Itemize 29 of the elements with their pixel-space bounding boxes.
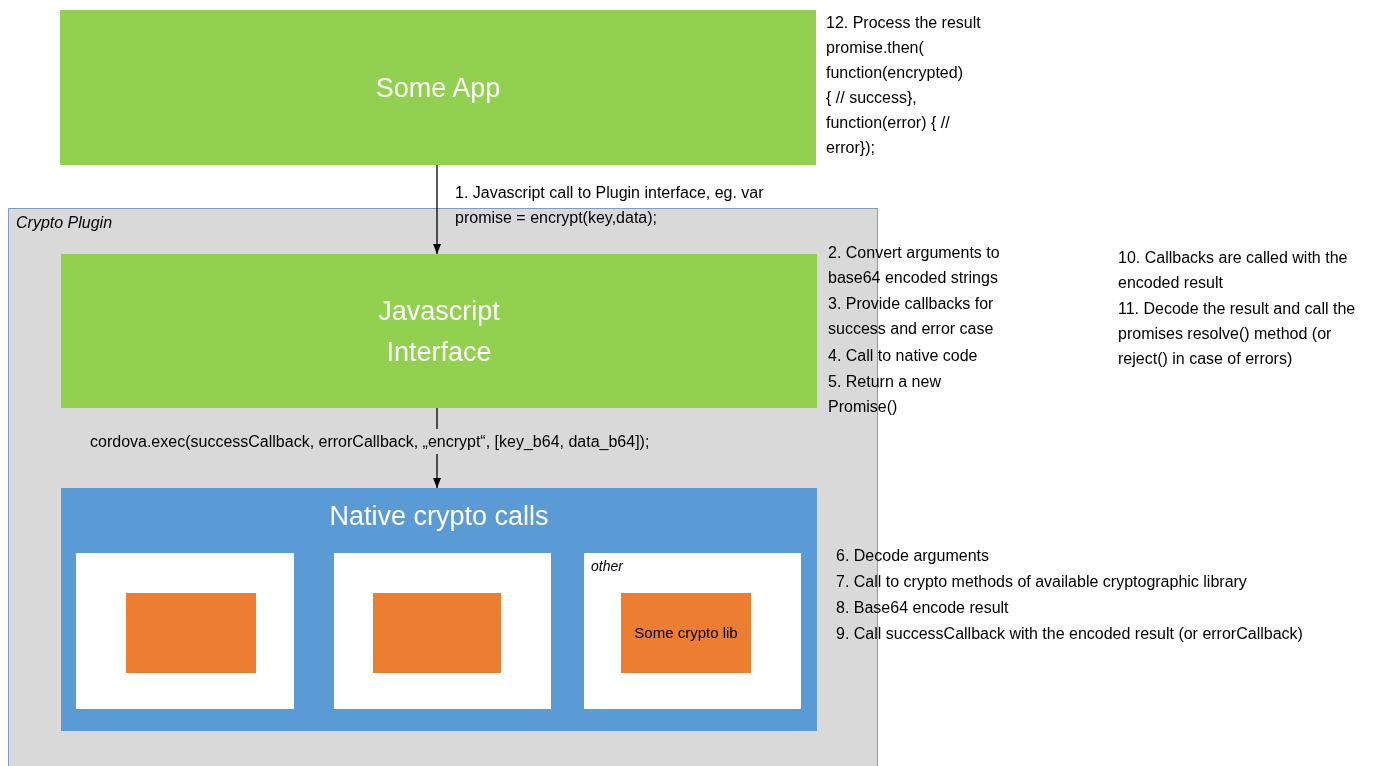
platform-box	[584, 553, 801, 709]
annotation-text: 2. Convert arguments to base64 encoded strings	[828, 243, 1001, 288]
process-box	[61, 254, 817, 408]
platform-box	[76, 553, 294, 709]
annotation-text: 11. Decode the result and call the promises resolve() method (or reject() in case of errors)	[1118, 299, 1357, 369]
annotation-text: 12. Process the result	[826, 13, 982, 33]
edge-label: 1. Javascript call to Plugin interface, eg. var promise = encrypt(key,data);	[455, 183, 765, 228]
annotation-text: 4. Call to native code	[828, 346, 979, 366]
platform-box	[334, 553, 551, 709]
box-title: Some crypto lib	[633, 622, 739, 643]
annotation-text: 9. Call successCallback with the encoded result (or errorCallback)	[836, 624, 1304, 644]
container-panel	[61, 488, 817, 731]
process-box	[60, 10, 816, 165]
annotation-text: 5. Return a new Promise()	[828, 372, 942, 417]
box-heading: Native crypto calls	[329, 500, 549, 533]
box-heading: other	[591, 557, 623, 576]
annotation-text: 10. Callbacks are called with the encoded result	[1118, 248, 1349, 293]
library-box	[126, 593, 256, 673]
arrow	[432, 164, 442, 255]
box-heading: Crypto Plugin	[16, 213, 113, 233]
annotation-text: 6. Decode arguments	[836, 546, 990, 566]
box-title: Javascript Interface	[377, 294, 501, 368]
box-title: Some App	[374, 71, 502, 105]
library-box	[373, 593, 501, 673]
library-box	[621, 593, 751, 673]
annotation-text: promise.then( function(encrypted) { // success}, function(error) { // error});	[826, 38, 964, 158]
annotation-text: 3. Provide callbacks for success and error case	[828, 294, 995, 339]
annotation-text: 8. Base64 encode result	[836, 598, 1010, 618]
annotation-text: 7. Call to crypto methods of available cryptographic library	[836, 572, 1248, 592]
